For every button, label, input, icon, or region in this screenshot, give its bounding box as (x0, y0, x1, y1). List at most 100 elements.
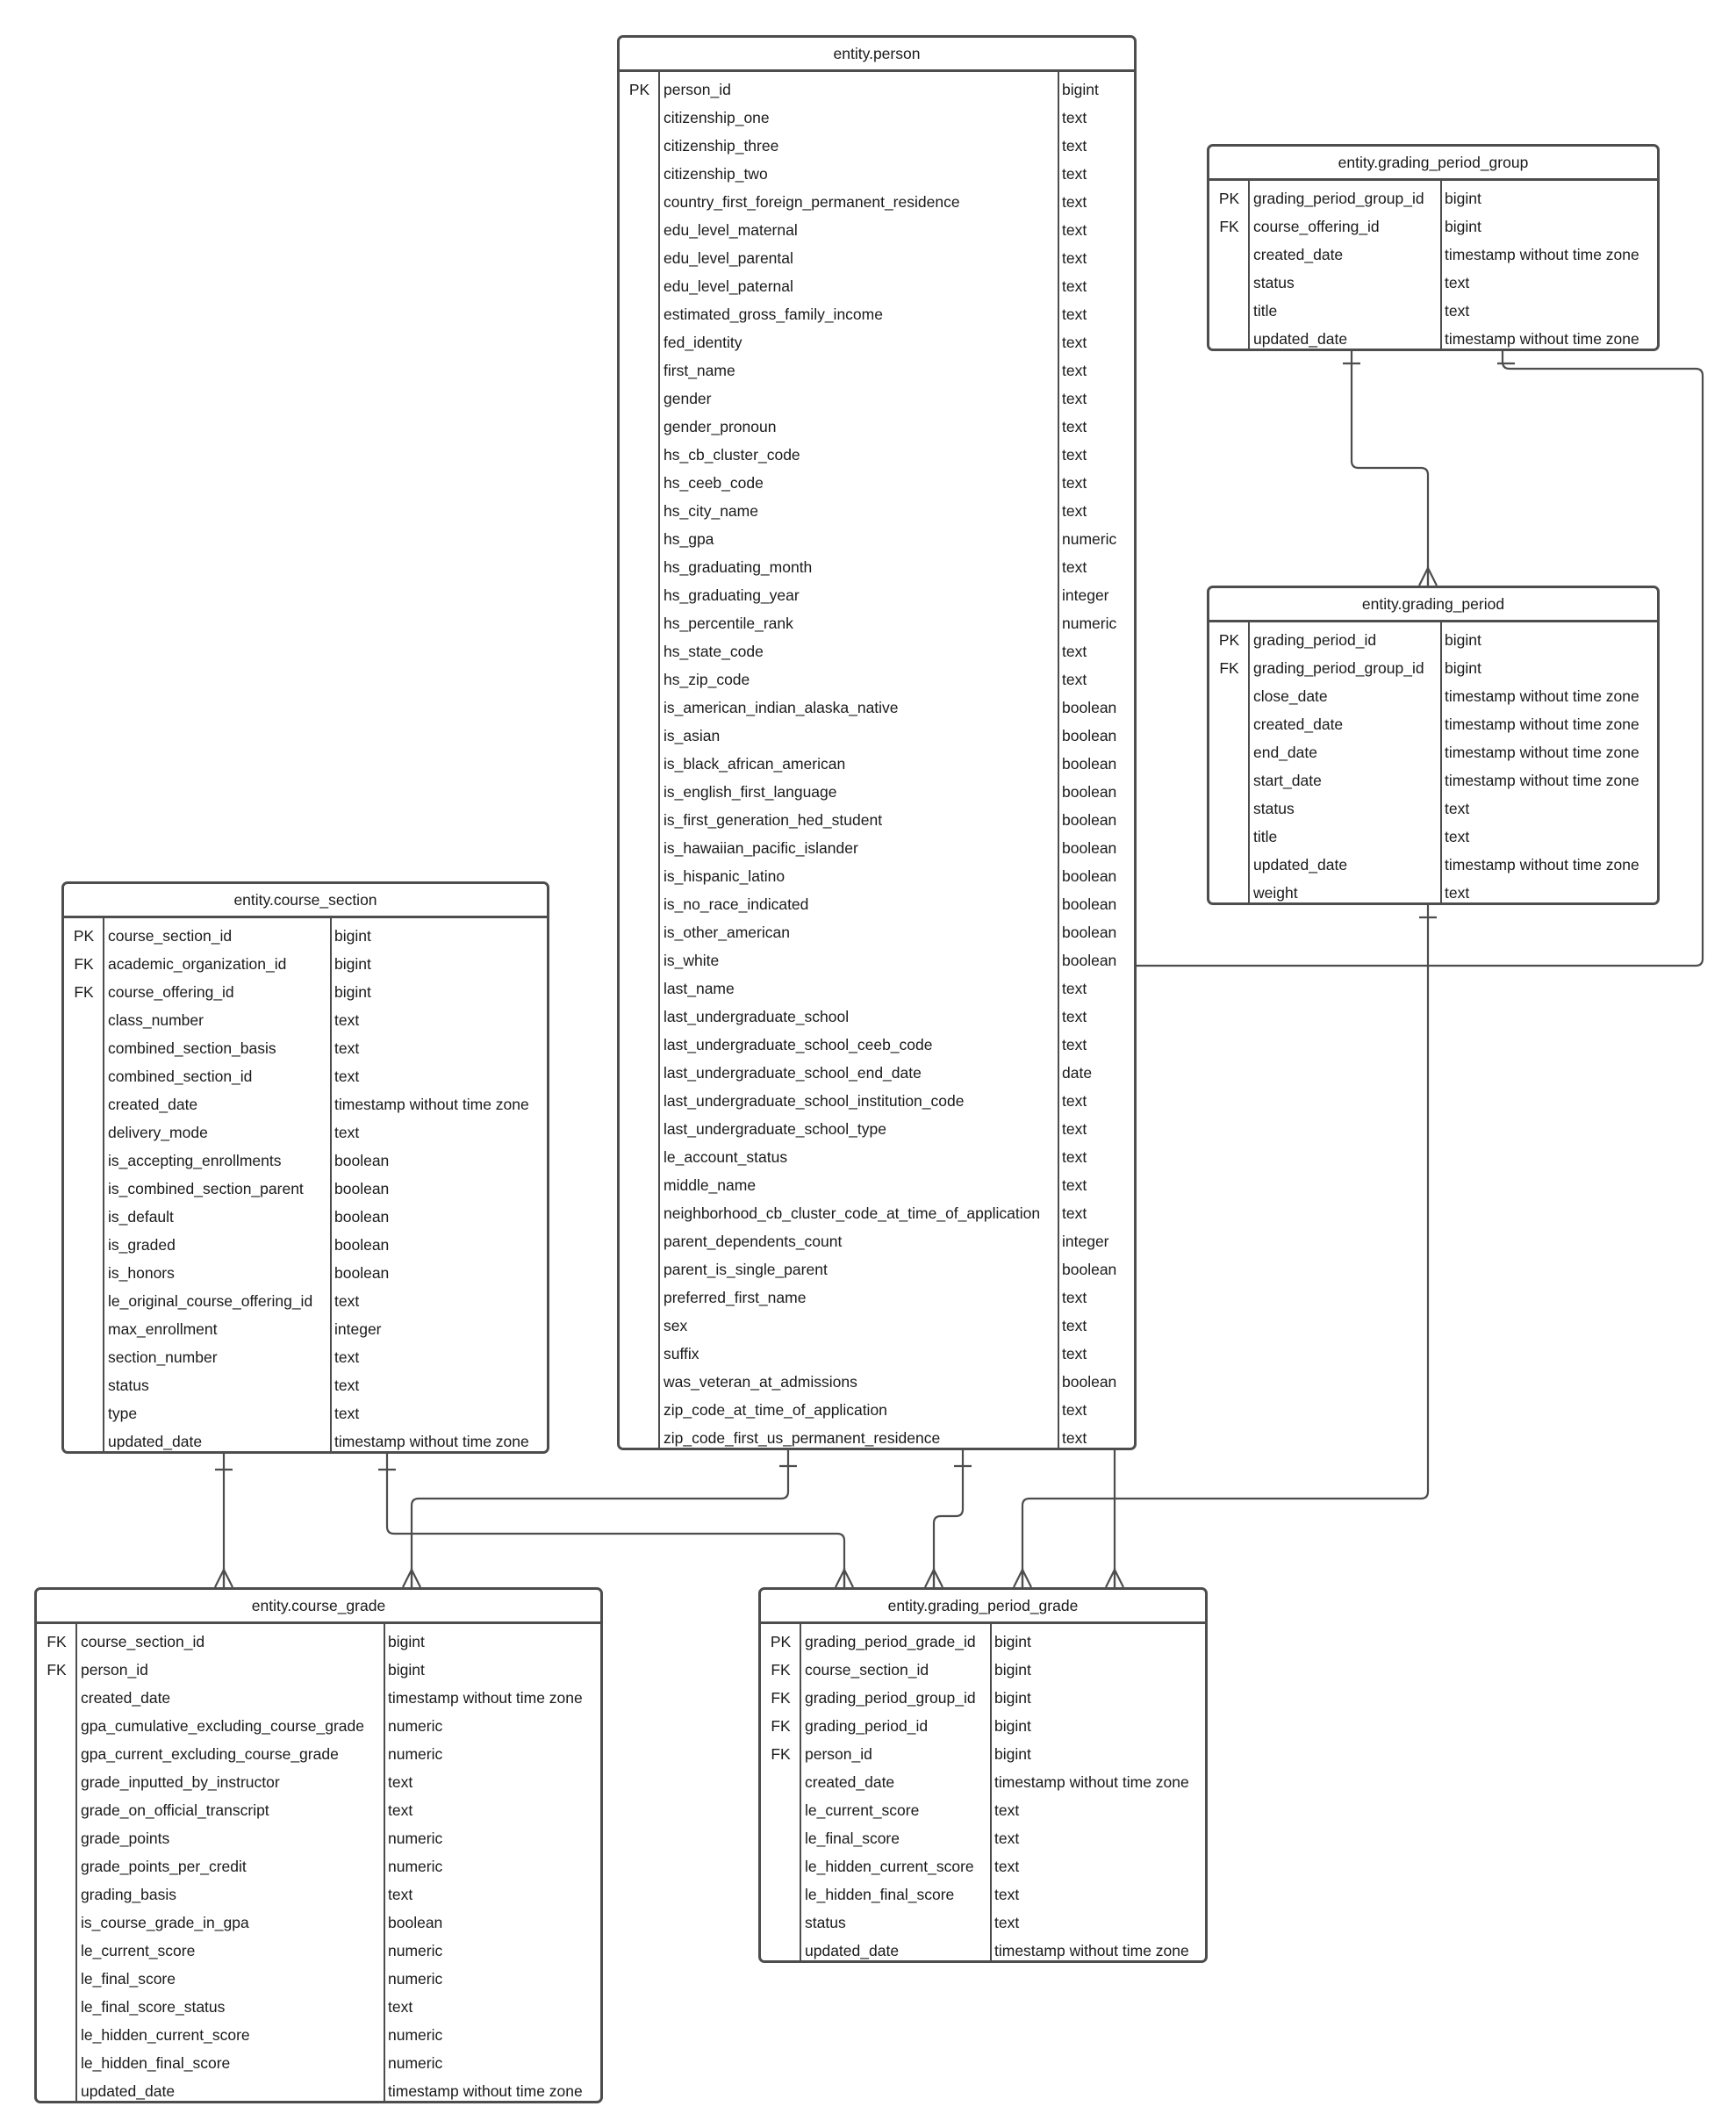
field-row-last-undergraduate-school-institution-code[interactable]: last_undergraduate_school_institution_co… (620, 1087, 1134, 1115)
field-row-country-first-foreign-permanent-residence[interactable]: country_first_foreign_permanent_residenc… (620, 188, 1134, 216)
field-row-neighborhood-cb-cluster-code-at-time-of-application[interactable]: neighborhood_cb_cluster_code_at_time_of_… (620, 1199, 1134, 1227)
